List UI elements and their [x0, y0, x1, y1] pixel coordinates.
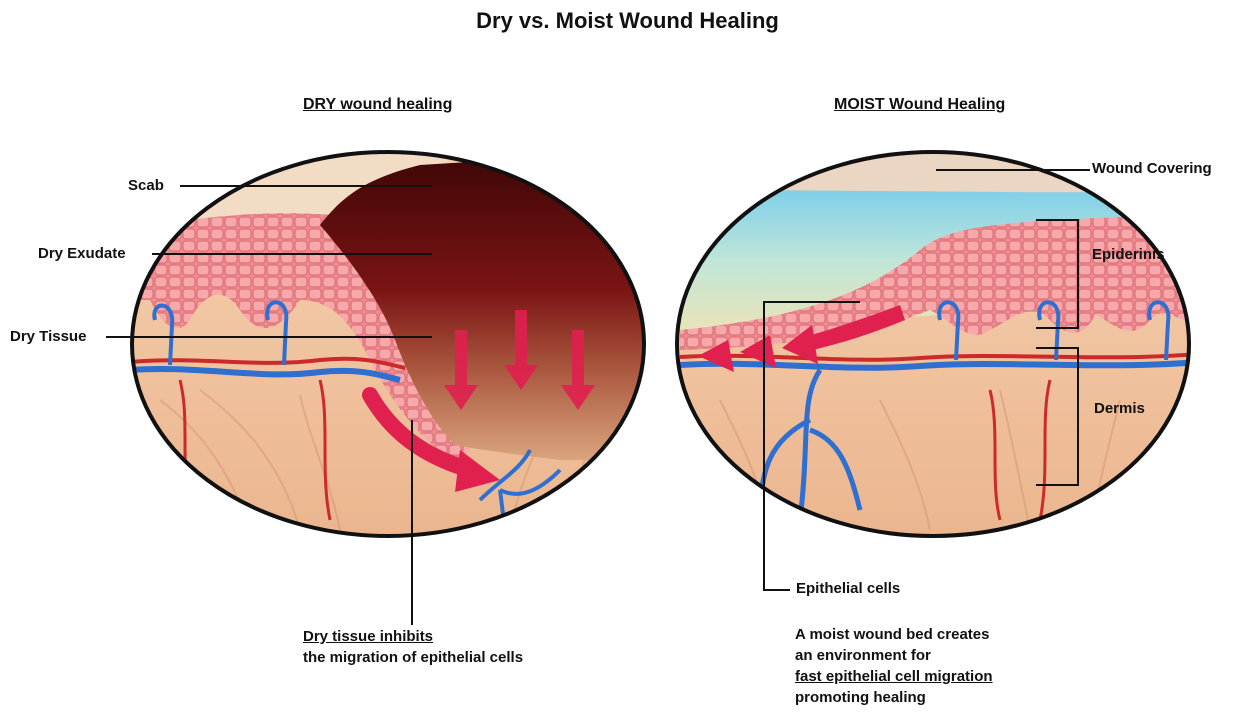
moist-caption-line2: an environment for [795, 645, 993, 666]
moist-wound-panel [670, 140, 1210, 560]
dry-caption: Dry tissue inhibits the migration of epi… [303, 626, 523, 668]
label-wound-covering: Wound Covering [1092, 160, 1212, 177]
moist-caption-line1: A moist wound bed creates [795, 624, 993, 645]
page-title: Dry vs. Moist Wound Healing [0, 8, 1255, 34]
dry-caption-line2: the migration of epithelial cells [303, 647, 523, 668]
moist-caption-line3: fast epithelial cell migration [795, 666, 993, 687]
label-epidermis: Epiderinis [1092, 246, 1165, 263]
label-scab: Scab [128, 177, 164, 194]
moist-heading: MOIST Wound Healing [834, 96, 1005, 114]
label-dry-exudate: Dry Exudate [38, 245, 126, 262]
moist-caption: A moist wound bed creates an environment… [795, 624, 993, 708]
label-epithelial-cells: Epithelial cells [796, 580, 900, 597]
dry-caption-line1: Dry tissue inhibits [303, 626, 523, 647]
moist-caption-line4: promoting healing [795, 687, 993, 708]
label-dry-tissue: Dry Tissue [10, 328, 86, 345]
dry-heading: DRY wound healing [303, 96, 452, 114]
label-dermis: Dermis [1094, 400, 1145, 417]
dry-wound-panel [120, 140, 660, 560]
